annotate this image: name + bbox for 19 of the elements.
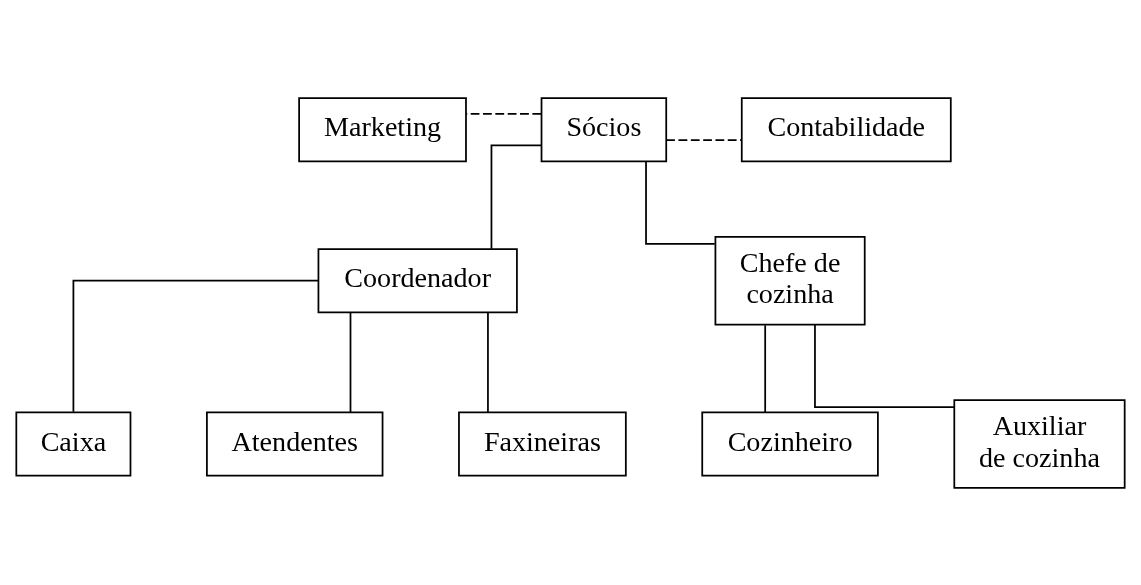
node-box: Marketing bbox=[298, 96, 467, 162]
node-box: Coordenador bbox=[317, 247, 518, 313]
node-box: Faxineiras bbox=[458, 411, 627, 477]
connector bbox=[72, 279, 319, 413]
connector bbox=[814, 323, 955, 408]
connector bbox=[490, 144, 542, 250]
connector bbox=[645, 160, 716, 245]
node-box: Atendentes bbox=[206, 411, 384, 477]
node-box: Contabilidade bbox=[740, 96, 952, 162]
connector bbox=[465, 112, 542, 115]
connector bbox=[349, 311, 352, 413]
connector bbox=[665, 138, 743, 141]
node-box: Auxiliar de cozinha bbox=[953, 398, 1126, 489]
connector bbox=[487, 311, 489, 413]
node-box: Cozinheiro bbox=[701, 411, 879, 477]
connector bbox=[764, 323, 767, 413]
node-box: Chefe de cozinha bbox=[714, 235, 866, 325]
node-box: Sócios bbox=[540, 96, 668, 162]
node-box: Caixa bbox=[15, 411, 132, 477]
